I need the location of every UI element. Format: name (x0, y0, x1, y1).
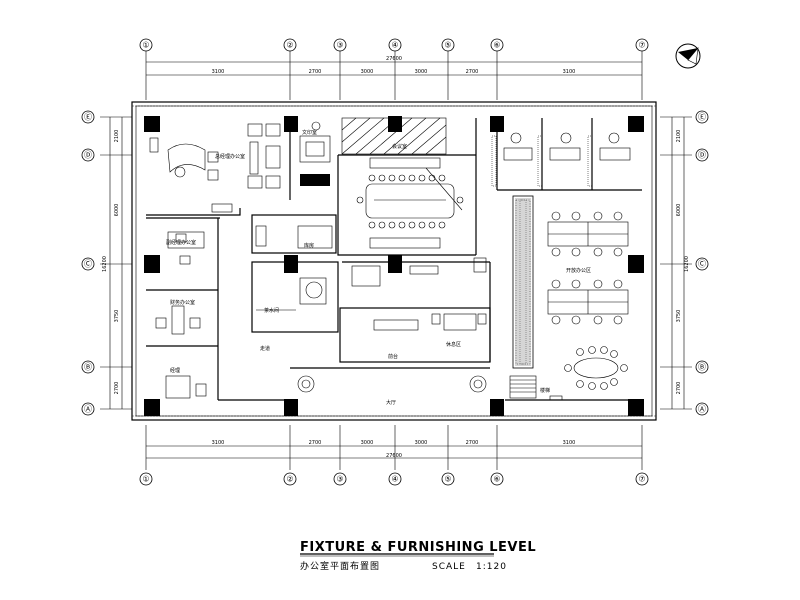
lobby-area: 大厅 走道 (260, 345, 487, 406)
dim-top-2: 2700 (309, 69, 322, 75)
reception-furniture: 前台 休息区 (373, 313, 487, 360)
stair-area: 楼梯 (509, 375, 563, 401)
grid-top-3: ③ (336, 41, 343, 50)
bottom-dimension-chain: 3100 2700 3000 3000 2700 3100 27600 (145, 425, 643, 470)
dim-bottom-6: 3100 (563, 440, 576, 446)
room-label-reception: 前台 (388, 353, 398, 360)
room-label-stair: 楼梯 (540, 387, 550, 394)
grid-top-7: ⑦ (638, 41, 645, 50)
core-rooms-furniture: 库房 茶水间 (255, 225, 487, 314)
scale-value: 1:120 (476, 562, 507, 572)
grid-bubbles-top: ① ② ③ ④ ⑤ ⑥ ⑦ (139, 38, 649, 52)
grid-bottom-2: ② (286, 475, 293, 484)
room-label-storage: 库房 (304, 242, 314, 249)
grid-bottom-7: ⑦ (638, 475, 645, 484)
dim-bottom-3: 3000 (361, 440, 374, 446)
open-office-meeting-table (564, 346, 628, 390)
dim-bottom-1: 3100 (212, 440, 225, 446)
grid-left-e: Ⓔ (84, 113, 92, 122)
grid-bubbles-right: Ⓔ Ⓓ Ⓒ Ⓑ Ⓐ (695, 110, 709, 416)
hatched-feature-wall (341, 117, 447, 155)
top-dimension-chain: 27600 3100 2700 3000 3000 2700 3100 (145, 50, 643, 100)
decorative-partition (512, 195, 534, 369)
dim-bottom-2: 2700 (309, 440, 322, 446)
grid-right-e: Ⓔ (698, 113, 706, 122)
grid-right-c: Ⓒ (698, 260, 706, 269)
grid-bottom-3: ③ (336, 475, 343, 484)
grid-bottom-6: ⑥ (493, 475, 500, 484)
dim-top-6: 3100 (563, 69, 576, 75)
manager-office-furniture: 总经理办公室 (149, 123, 281, 213)
grid-bottom-1: ① (142, 475, 149, 484)
room-label-pantry: 茶水间 (264, 307, 279, 314)
dim-bottom-5: 2700 (466, 440, 479, 446)
open-office-workstations: 开放办公区 (547, 211, 629, 325)
dim-right-4: 2700 (676, 382, 682, 395)
grid-bubbles-left: Ⓔ Ⓓ Ⓒ Ⓑ Ⓐ (81, 110, 95, 416)
dim-top-3: 3000 (361, 69, 374, 75)
dim-left-3: 3750 (114, 310, 120, 323)
room-label-manager: 总经理办公室 (215, 153, 245, 160)
exterior-walls (131, 101, 657, 421)
room-label-meeting: 会议室 (392, 143, 407, 150)
dim-top-1: 3100 (212, 69, 225, 75)
drawing-title: FIXTURE & FURNISHING LEVEL (300, 540, 536, 555)
room-label-office-a: 副经理办公室 (166, 239, 196, 246)
dim-right-3: 3750 (676, 310, 682, 323)
drawing-subtitle: 办公室平面布置图 (300, 560, 380, 572)
dim-left-1: 2100 (114, 130, 120, 143)
printing-room-furniture: 文印室 (299, 121, 331, 186)
structural-columns (144, 116, 644, 416)
dim-top-5: 2700 (466, 69, 479, 75)
room-label-open-office: 开放办公区 (566, 267, 591, 274)
grid-top-2: ② (286, 41, 293, 50)
grid-right-d: Ⓓ (698, 151, 706, 160)
dim-right-2: 6000 (676, 204, 682, 217)
dim-right-1: 2100 (676, 130, 682, 143)
dim-left-total: 16200 (102, 256, 108, 272)
grid-right-b: Ⓑ (698, 363, 706, 372)
room-label-office-b: 财务办公室 (170, 299, 195, 306)
room-label-rest: 休息区 (446, 341, 461, 348)
room-label-corridor: 走道 (260, 345, 270, 352)
grid-left-c: Ⓒ (84, 260, 92, 269)
grid-left-a: Ⓐ (84, 405, 92, 414)
north-arrow-icon (675, 43, 701, 69)
dim-left-2: 6000 (114, 204, 120, 217)
grid-top-6: ⑥ (493, 41, 500, 50)
room-label-lobby: 大厅 (386, 399, 396, 406)
cubicle-row-furniture (491, 132, 631, 187)
dim-left-4: 2700 (114, 382, 120, 395)
left-offices-furniture: 财务办公室 经理 (155, 231, 207, 399)
grid-top-1: ① (142, 41, 149, 50)
grid-bubbles-bottom: ① ② ③ ④ ⑤ ⑥ ⑦ (139, 472, 649, 486)
dim-top-total: 27600 (386, 56, 402, 62)
scale-label: SCALE (432, 562, 466, 572)
grid-top-5: ⑤ (444, 41, 451, 50)
left-dimension-chain: 2100 6000 3750 2700 16200 (100, 116, 132, 410)
grid-left-b: Ⓑ (84, 363, 92, 372)
grid-bottom-5: ⑤ (444, 475, 451, 484)
dim-right-total: 16200 (684, 256, 690, 272)
grid-top-4: ④ (391, 41, 398, 50)
right-dimension-chain: 2100 6000 3750 2700 16200 (660, 116, 692, 410)
grid-left-d: Ⓓ (84, 151, 92, 160)
meeting-room-furniture: 会议室 (356, 143, 464, 249)
room-label-office-c: 经理 (170, 367, 180, 374)
dim-top-4: 3000 (415, 69, 428, 75)
room-label-printing: 文印室 (302, 129, 317, 136)
grid-bottom-4: ④ (391, 475, 398, 484)
grid-right-a: Ⓐ (698, 405, 706, 414)
title-block: FIXTURE & FURNISHING LEVEL 办公室平面布置图 SCAL… (300, 540, 536, 572)
dim-bottom-4: 3000 (415, 440, 428, 446)
dim-bottom-total: 27600 (386, 453, 402, 459)
